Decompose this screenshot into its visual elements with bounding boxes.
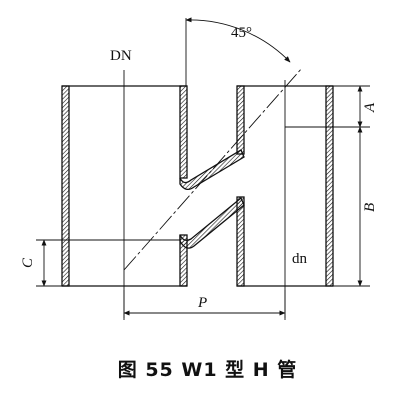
dim-p-label: P [197, 295, 207, 311]
angle-indicator [185, 17, 291, 86]
dim-c-label: C [20, 257, 36, 268]
dn-small-label: dn [292, 251, 308, 267]
centerlines [123, 67, 303, 320]
left-pipe [61, 85, 188, 287]
diagonal-branch [179, 149, 245, 249]
dim-a-label: A [362, 102, 378, 113]
angle-label: 45° [231, 25, 252, 41]
figure-caption: 图 55 W1 型 H 管 [117, 359, 298, 381]
dimension-p [123, 290, 286, 318]
reference-lines [36, 85, 370, 287]
dim-b-label: B [362, 203, 378, 212]
dn-label: DN [110, 48, 132, 64]
right-pipe [236, 85, 334, 287]
